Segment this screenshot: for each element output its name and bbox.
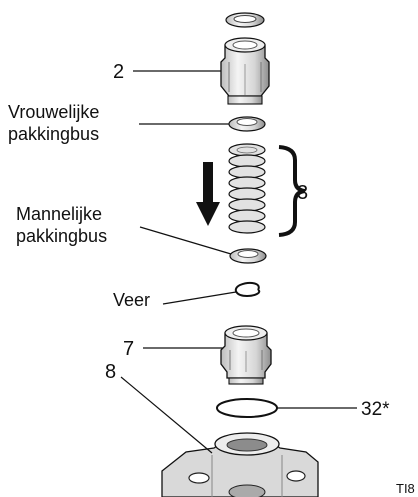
- label-female-gland-line2: pakkingbus: [8, 124, 99, 144]
- label-male-gland-line1: Mannelijke: [16, 204, 102, 224]
- down-arrow-icon: [196, 162, 220, 226]
- packing-ring-stack: [228, 143, 266, 234]
- spring-part: [234, 281, 261, 298]
- packing-nut-part-2: [220, 37, 270, 105]
- top-ring: [225, 12, 265, 28]
- label-female-gland-line1: Vrouwelijke: [8, 102, 99, 122]
- male-gland-ring: [229, 248, 267, 264]
- o-ring-part-32: [216, 398, 278, 418]
- housing-part-8: [161, 432, 319, 497]
- leader-lines: [120, 70, 357, 454]
- leader-male-gland: [139, 226, 232, 255]
- label-item-8: 8: [105, 361, 116, 383]
- figure-reference: TI8: [396, 481, 415, 496]
- leader-spring: [162, 291, 237, 305]
- label-spring: Veer: [113, 290, 150, 310]
- nut-part-7: [220, 325, 272, 385]
- label-item-2: 2: [113, 61, 124, 83]
- label-male-gland-line2: pakkingbus: [16, 226, 107, 246]
- label-item-7: 7: [123, 338, 134, 360]
- packing-stack-brace: [278, 145, 306, 237]
- label-item-3: 3: [297, 182, 308, 204]
- label-item-32: 32*: [361, 399, 390, 420]
- female-gland-ring: [228, 116, 266, 132]
- leader-item-8: [120, 376, 213, 454]
